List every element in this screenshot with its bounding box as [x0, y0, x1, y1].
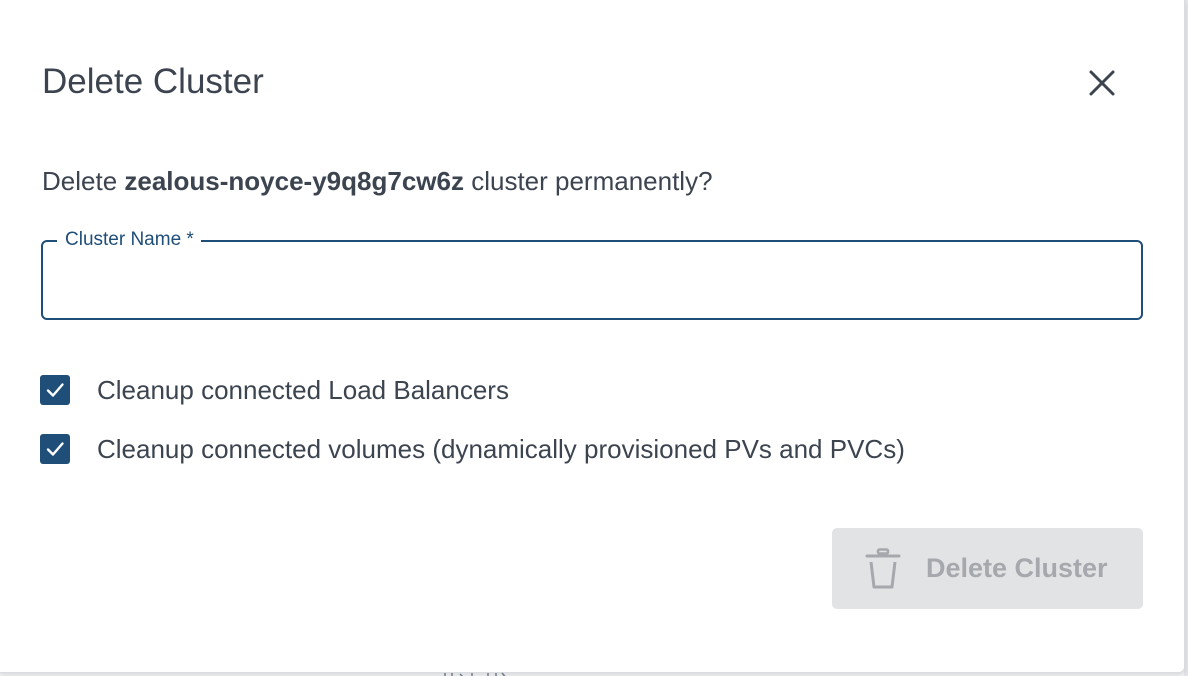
prompt-prefix: Delete: [42, 166, 118, 196]
cluster-name-input[interactable]: [63, 260, 1117, 302]
cluster-name-label: Cluster Name *: [57, 228, 201, 252]
checkmark-icon: [46, 442, 64, 456]
checkmark-icon: [46, 383, 64, 397]
background-content-peek: [440, 667, 620, 676]
backdrop-edge: [1184, 0, 1188, 676]
cluster-name-field[interactable]: Cluster Name *: [41, 228, 1143, 320]
trash-icon: [865, 547, 901, 590]
confirm-prompt: Delete zealous-noyce-y9q8g7cw6z cluster …: [42, 165, 713, 197]
cleanup-volumes-checkbox[interactable]: [40, 434, 70, 464]
prompt-suffix: cluster permanently?: [471, 166, 713, 196]
close-button[interactable]: [1083, 64, 1121, 102]
dialog-title: Delete Cluster: [42, 62, 264, 101]
cleanup-volumes-label: Cleanup connected volumes (dynamically p…: [97, 434, 905, 464]
cleanup-load-balancers-option[interactable]: Cleanup connected Load Balancers: [40, 374, 509, 406]
close-icon: [1089, 70, 1115, 96]
cleanup-volumes-option[interactable]: Cleanup connected volumes (dynamically p…: [40, 433, 905, 465]
delete-cluster-button-label: Delete Cluster: [926, 553, 1108, 583]
cluster-name-text: zealous-noyce-y9q8g7cw6z: [124, 166, 464, 196]
cleanup-load-balancers-label: Cleanup connected Load Balancers: [97, 375, 509, 405]
cleanup-load-balancers-checkbox[interactable]: [40, 375, 70, 405]
delete-cluster-button[interactable]: Delete Cluster: [832, 528, 1143, 609]
